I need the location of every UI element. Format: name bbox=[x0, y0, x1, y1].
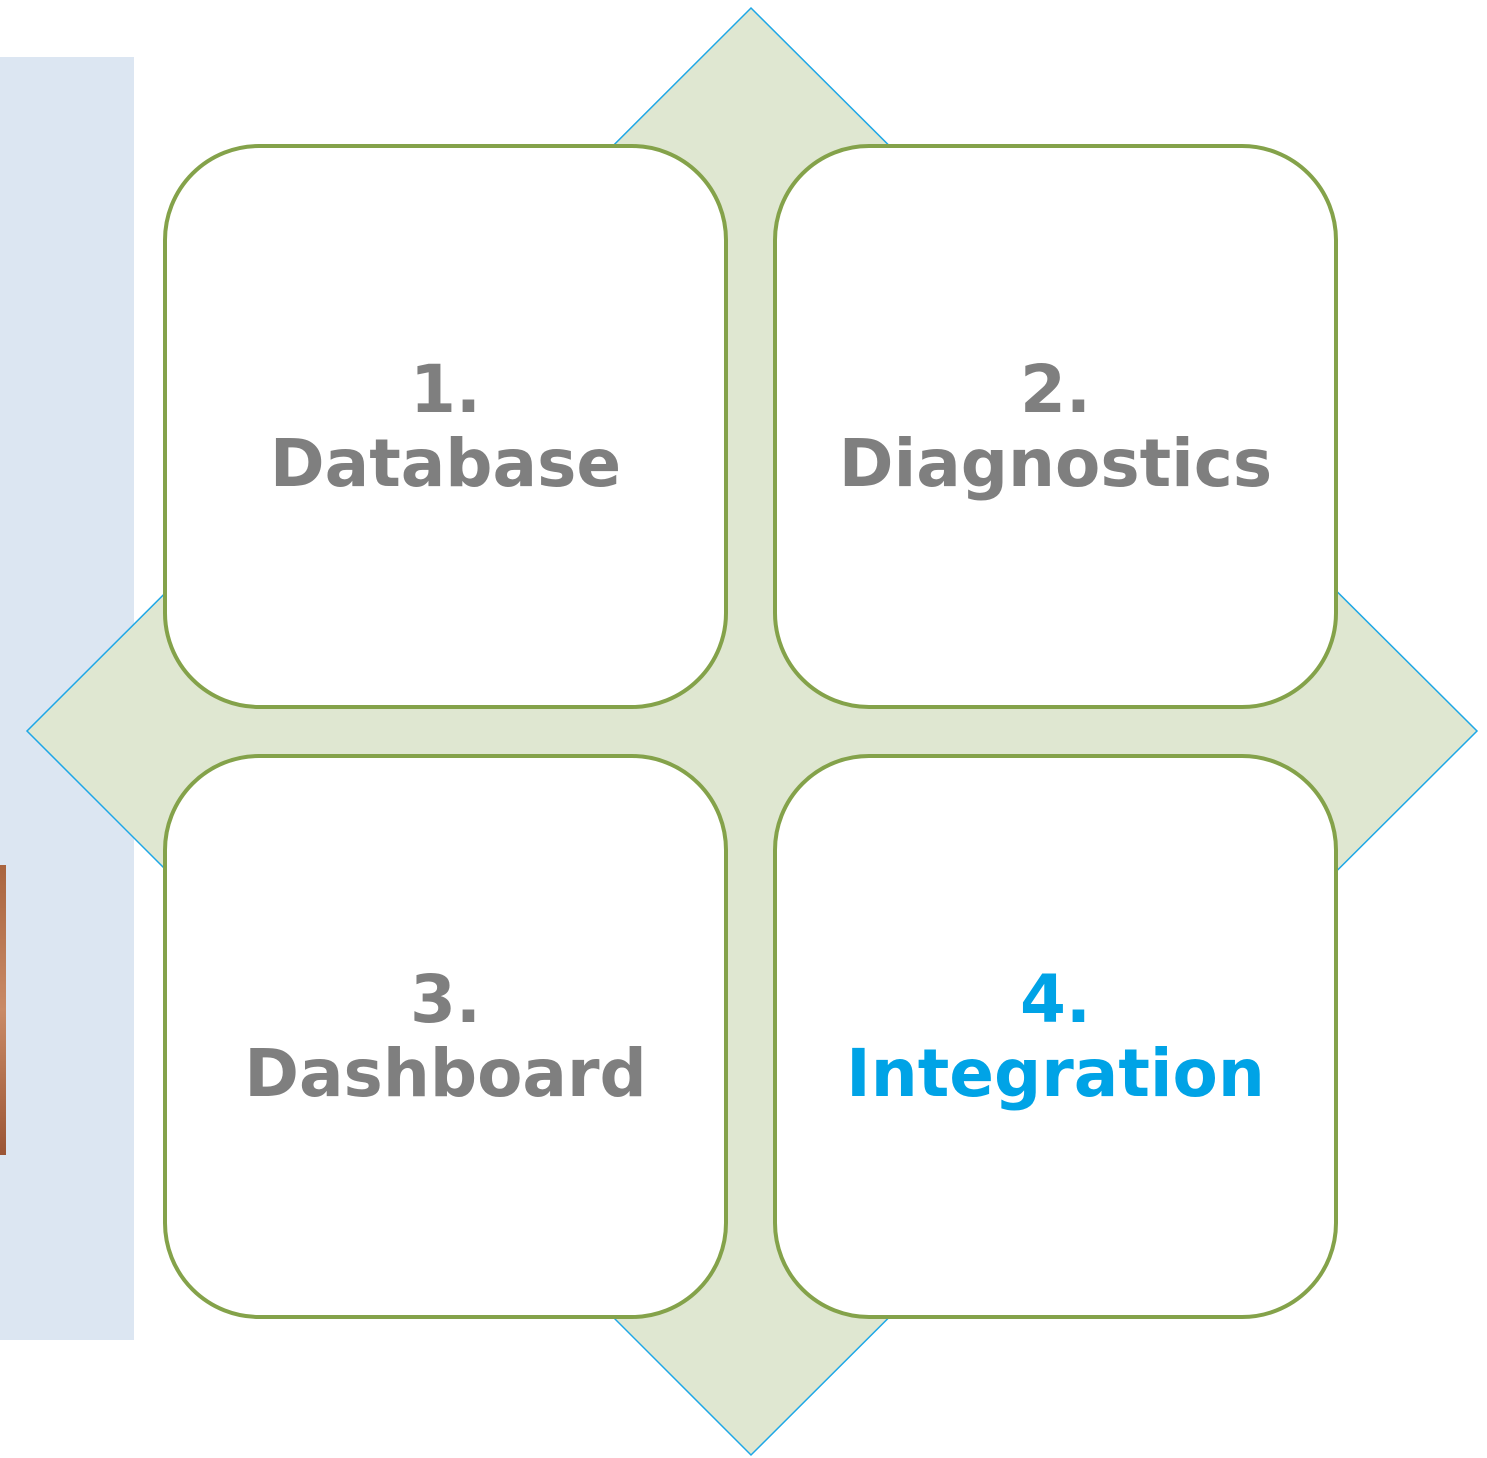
quadrant-number: 4. bbox=[1020, 960, 1091, 1038]
quadrant-number: 1. bbox=[410, 350, 481, 428]
side-image-edge bbox=[0, 865, 6, 1155]
quadrant-label: Diagnostics bbox=[838, 424, 1273, 502]
quadrant-label: Integration bbox=[846, 1034, 1265, 1112]
quadrant-integration: 4. Integration bbox=[773, 754, 1338, 1319]
quadrant-dashboard: 3. Dashboard bbox=[163, 754, 728, 1319]
quadrant-number: 2. bbox=[1020, 350, 1091, 428]
quadrant-database: 1. Database bbox=[163, 144, 728, 709]
quadrant-label: Database bbox=[269, 424, 622, 502]
quadrant-label: Dashboard bbox=[244, 1034, 647, 1112]
quadrant-diagnostics: 2. Diagnostics bbox=[773, 144, 1338, 709]
quadrant-number: 3. bbox=[410, 960, 481, 1038]
